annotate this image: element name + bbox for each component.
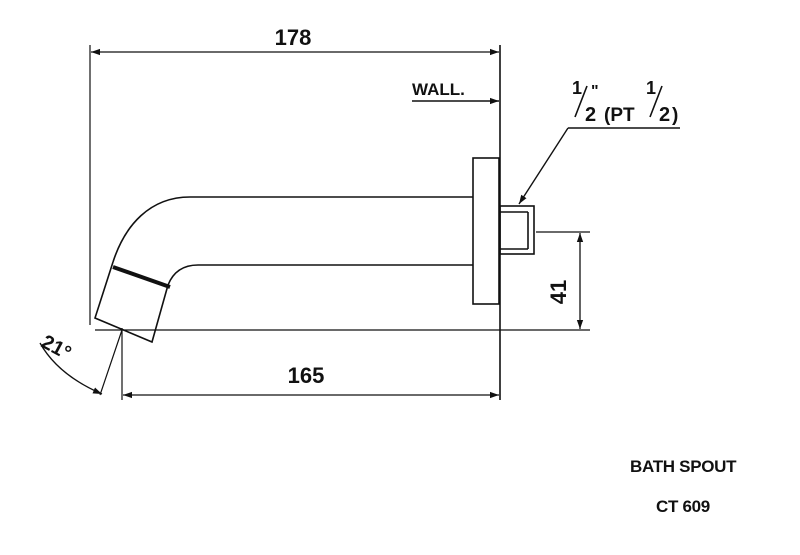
thread-size-label: 1 2 " (PT 1 2 ) xyxy=(568,78,680,129)
svg-text:(PT: (PT xyxy=(604,105,635,126)
svg-text:1: 1 xyxy=(646,78,656,98)
dim-overall-length: 178 xyxy=(275,25,312,50)
svg-text:": " xyxy=(591,83,599,100)
dim-projection-length: 165 xyxy=(288,363,325,388)
svg-text:): ) xyxy=(672,105,678,126)
model-number: CT 609 xyxy=(656,497,710,516)
thread-connector xyxy=(499,205,535,255)
wall-flange xyxy=(472,157,500,305)
svg-text:2: 2 xyxy=(659,104,670,126)
angle-arc xyxy=(39,342,103,395)
extension-lines xyxy=(89,45,590,400)
product-name: BATH SPOUT xyxy=(630,457,737,476)
nozzle-band xyxy=(112,265,171,289)
spout-outline xyxy=(94,45,535,400)
thread-leader-arrow xyxy=(518,127,569,205)
svg-text:2: 2 xyxy=(585,104,596,126)
spout-body-inner xyxy=(167,264,473,286)
dim-height: 41 xyxy=(546,280,571,304)
dim-angle: 21° xyxy=(38,331,75,365)
spout-body-outer xyxy=(112,196,473,263)
svg-text:1: 1 xyxy=(572,78,582,98)
wall-label: WALL. xyxy=(412,80,465,99)
